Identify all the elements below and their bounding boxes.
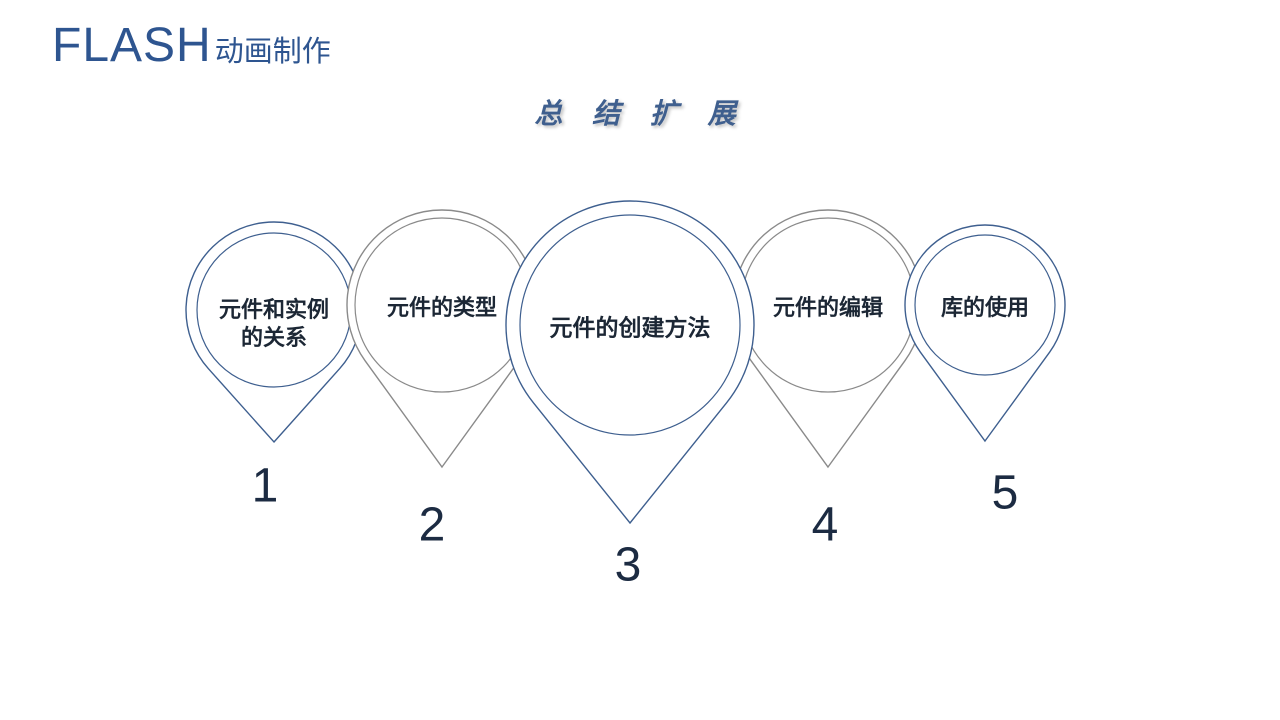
pin-1 bbox=[185, 221, 363, 444]
section-title: 总 结 扩 展 bbox=[534, 97, 746, 130]
pin-1-label-line: 的关系 bbox=[240, 326, 308, 351]
pin-3-inner-circle bbox=[519, 214, 741, 436]
pin-3 bbox=[505, 200, 755, 525]
pin-1-number: 1 bbox=[251, 459, 279, 513]
pin-5-number: 5 bbox=[991, 466, 1019, 520]
pin-1-label-line: 元件和实例 bbox=[218, 297, 330, 323]
pin-5-label-line: 库的使用 bbox=[940, 295, 1030, 321]
pin-3-number: 3 bbox=[614, 538, 642, 592]
pin-5-inner-circle bbox=[914, 234, 1056, 376]
pin-4-number: 4 bbox=[811, 498, 839, 552]
pin-2-number: 2 bbox=[418, 498, 446, 552]
pin-5-label: 库的使用 bbox=[941, 295, 1029, 323]
pin-3-label: 元件的创建方法 bbox=[550, 314, 711, 343]
header-title-latin: FLASH bbox=[52, 19, 212, 72]
header-title-cjk: 动画制作 bbox=[214, 34, 331, 68]
pin-1-label: 元件和实例的关系 bbox=[219, 297, 329, 353]
pin-2-label: 元件的类型 bbox=[387, 295, 497, 323]
header-title: FLASH 动画制作 bbox=[52, 22, 331, 70]
pin-2-label-line: 元件的类型 bbox=[386, 295, 498, 321]
pin-2 bbox=[346, 209, 538, 469]
pin-5 bbox=[904, 224, 1066, 443]
pin-4-label-line: 元件的编辑 bbox=[772, 295, 884, 321]
pin-3-label-line: 元件的创建方法 bbox=[549, 315, 711, 342]
pin-4-label: 元件的编辑 bbox=[773, 295, 883, 323]
pin-4 bbox=[732, 209, 924, 469]
